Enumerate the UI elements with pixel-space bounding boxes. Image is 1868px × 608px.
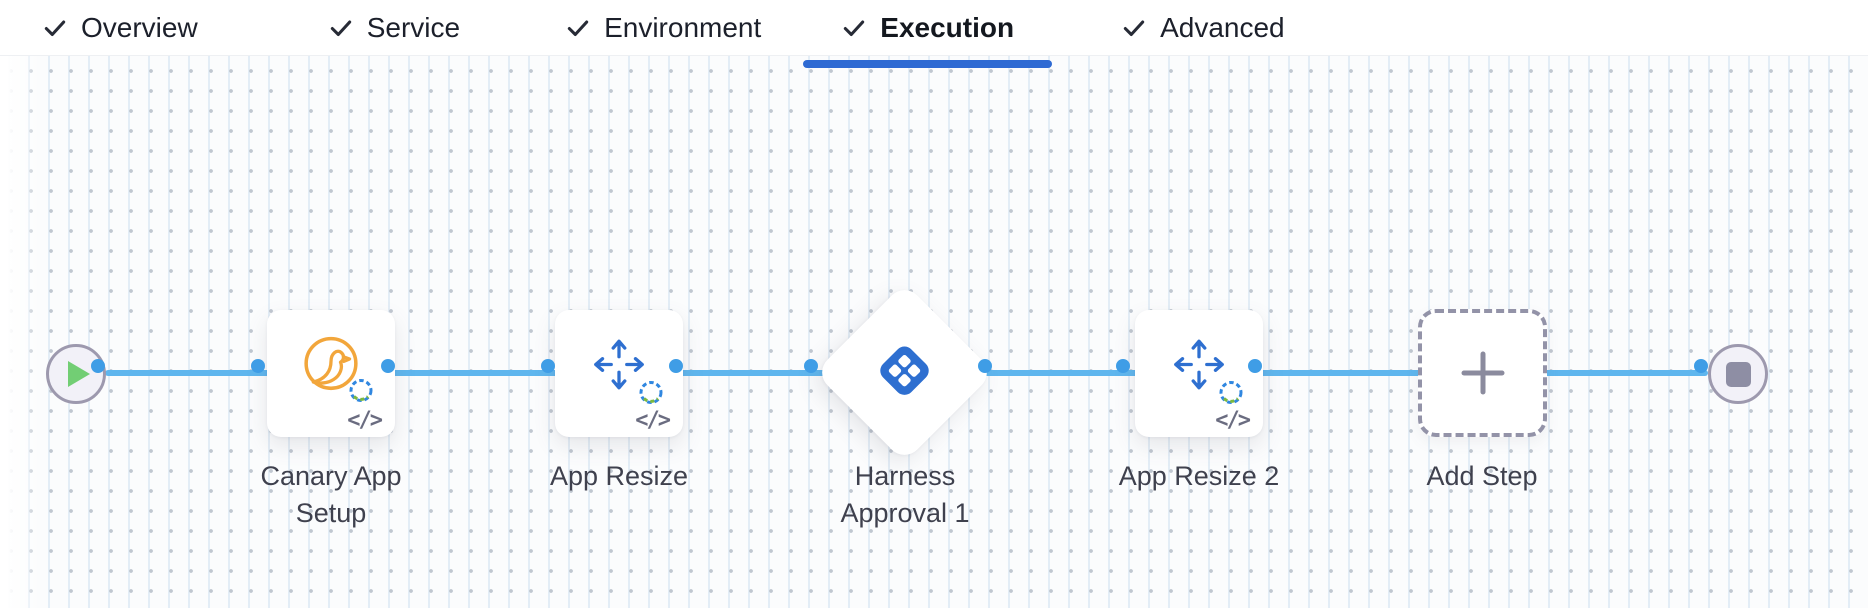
- node-label-app-resize: App Resize: [549, 461, 689, 491]
- connector-port[interactable]: [804, 359, 818, 373]
- gear-badge-icon: [346, 376, 376, 411]
- active-tab-underline: [803, 59, 1053, 68]
- node-label-canary-app-setup: Canary App Setup: [260, 461, 402, 528]
- connector-port[interactable]: [669, 359, 683, 373]
- tab-execution[interactable]: Execution: [803, 11, 1053, 68]
- tab-service[interactable]: Service: [328, 12, 460, 44]
- play-icon: [68, 361, 90, 387]
- check-icon: [1123, 20, 1145, 36]
- code-badge-icon[interactable]: </>: [1215, 408, 1251, 433]
- gear-badge-icon: [636, 378, 666, 413]
- harness-logo-icon: [872, 337, 938, 408]
- connector-port[interactable]: [251, 359, 265, 373]
- plus-icon: [1461, 351, 1504, 395]
- connector-port[interactable]: [1694, 359, 1708, 373]
- tab-label: Overview: [81, 11, 198, 43]
- connector-port[interactable]: [978, 359, 992, 373]
- stop-icon: [1725, 361, 1751, 387]
- tab-label: Execution: [880, 11, 1015, 43]
- stage-config-tabbar: Overview Service Environment Execution A…: [0, 0, 1868, 68]
- tab-overview[interactable]: Overview: [42, 12, 198, 44]
- pipeline-end-node[interactable]: [1708, 344, 1768, 404]
- check-icon: [844, 20, 865, 36]
- resize-arrows-icon: [1168, 334, 1243, 404]
- connector-port[interactable]: [1116, 359, 1130, 373]
- connector-port[interactable]: [541, 359, 555, 373]
- step-node-app-resize[interactable]: </>: [555, 310, 683, 437]
- check-icon: [44, 20, 66, 36]
- step-node-harness-approval-1[interactable]: [814, 282, 995, 463]
- resize-arrows-icon: [588, 334, 663, 404]
- pipeline-start-node[interactable]: [46, 344, 106, 404]
- gear-badge-icon: [1216, 378, 1246, 413]
- tab-label: Service: [366, 11, 461, 43]
- check-icon: [330, 20, 351, 36]
- check-icon: [567, 20, 589, 36]
- connector-port[interactable]: [1248, 359, 1262, 373]
- tab-advanced[interactable]: Advanced: [1121, 12, 1285, 44]
- add-step-button[interactable]: [1418, 309, 1547, 437]
- code-badge-icon[interactable]: </>: [347, 408, 383, 433]
- tab-label: Advanced: [1160, 11, 1285, 43]
- step-node-app-resize-2[interactable]: </>: [1135, 310, 1263, 437]
- node-label-app-resize-2: App Resize 2: [1118, 461, 1280, 491]
- connector-port[interactable]: [381, 359, 395, 373]
- step-node-canary-app-setup[interactable]: </>: [267, 310, 395, 437]
- code-badge-icon[interactable]: </>: [635, 408, 671, 433]
- node-label-add-step: Add Step: [1426, 461, 1538, 491]
- tab-environment[interactable]: Environment: [565, 12, 761, 44]
- canary-icon: [302, 336, 373, 402]
- node-label-harness-approval-1: Harness Approval 1: [840, 461, 970, 528]
- connector-port[interactable]: [91, 359, 105, 373]
- pipeline-canvas[interactable]: </> </: [0, 56, 1868, 608]
- tab-label: Environment: [604, 11, 762, 43]
- canvas-left-fade: [0, 56, 42, 608]
